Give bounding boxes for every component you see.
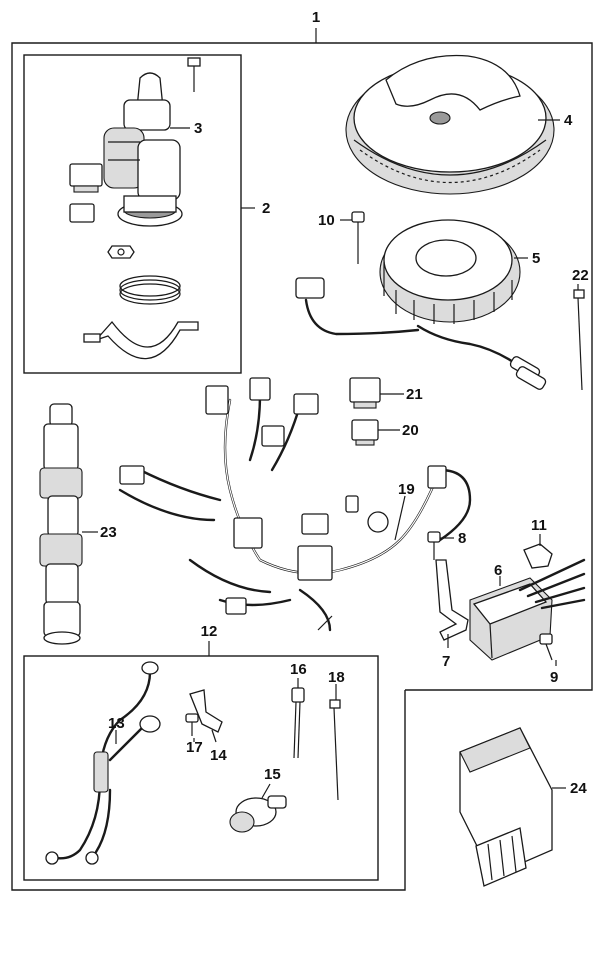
cable-tie-long[interactable] bbox=[573, 289, 585, 391]
stator-coil[interactable] bbox=[379, 219, 521, 324]
regulator-bolt-9[interactable] bbox=[539, 633, 553, 661]
leader-lines bbox=[115, 119, 579, 799]
starter-motor[interactable] bbox=[103, 72, 183, 227]
starter-relay-a[interactable] bbox=[69, 163, 103, 193]
band-clamp[interactable] bbox=[119, 275, 181, 305]
callout-13: 13 bbox=[108, 715, 125, 732]
callout-9: 9 bbox=[550, 669, 558, 686]
callout-5: 5 bbox=[532, 250, 540, 267]
engine-control-unit[interactable] bbox=[459, 727, 553, 887]
callout-18: 18 bbox=[328, 669, 345, 686]
callout-23: 23 bbox=[100, 524, 117, 541]
callout-2: 2 bbox=[262, 200, 270, 217]
wire-clip-11[interactable] bbox=[523, 543, 553, 569]
starter-relay-b[interactable] bbox=[69, 203, 95, 223]
callout-3: 3 bbox=[194, 120, 202, 137]
stator-bolt[interactable] bbox=[351, 211, 365, 264]
starter-bolt[interactable] bbox=[187, 57, 201, 92]
callout-7: 7 bbox=[442, 653, 450, 670]
callout-8: 8 bbox=[458, 530, 466, 547]
starter-nut[interactable] bbox=[107, 245, 135, 259]
flywheel[interactable] bbox=[345, 54, 555, 195]
starter-kit-box bbox=[23, 54, 242, 374]
callout-1: 1 bbox=[312, 9, 320, 26]
battery-cable[interactable] bbox=[45, 661, 161, 865]
callout-16: 16 bbox=[290, 661, 307, 678]
callout-4: 4 bbox=[564, 112, 573, 129]
regulator-bracket[interactable] bbox=[435, 559, 469, 641]
wiring-kit-box bbox=[23, 655, 379, 881]
callout-20: 20 bbox=[402, 422, 419, 439]
main-wire-harness[interactable] bbox=[118, 377, 472, 632]
cable-tie-18[interactable] bbox=[329, 699, 341, 801]
clamp-tie-16[interactable] bbox=[291, 687, 305, 759]
callout-17: 17 bbox=[186, 739, 203, 756]
relay-21[interactable] bbox=[349, 377, 381, 409]
crankshaft-sensor-shaft[interactable] bbox=[39, 403, 83, 645]
bolt-17[interactable] bbox=[185, 713, 199, 736]
callout-15: 15 bbox=[264, 766, 281, 783]
callout-19: 19 bbox=[398, 481, 415, 498]
callout-21: 21 bbox=[406, 386, 423, 403]
relay-20[interactable] bbox=[351, 419, 379, 446]
assembly-frame bbox=[11, 42, 593, 891]
bracket-bolt-8[interactable] bbox=[427, 531, 441, 560]
callout-22: 22 bbox=[572, 267, 589, 284]
callout-11: 11 bbox=[531, 517, 547, 534]
callout-6: 6 bbox=[494, 562, 502, 579]
grommet-15[interactable] bbox=[229, 795, 287, 833]
strap-bracket[interactable] bbox=[83, 320, 199, 360]
cable-bracket-14[interactable] bbox=[189, 689, 223, 733]
callout-14: 14 bbox=[210, 747, 227, 764]
rectifier-regulator[interactable] bbox=[469, 558, 586, 661]
callout-10: 10 bbox=[318, 212, 335, 229]
callout-24: 24 bbox=[570, 780, 587, 797]
stator-lead-wires bbox=[295, 277, 547, 390]
callout-12: 12 bbox=[201, 623, 218, 640]
